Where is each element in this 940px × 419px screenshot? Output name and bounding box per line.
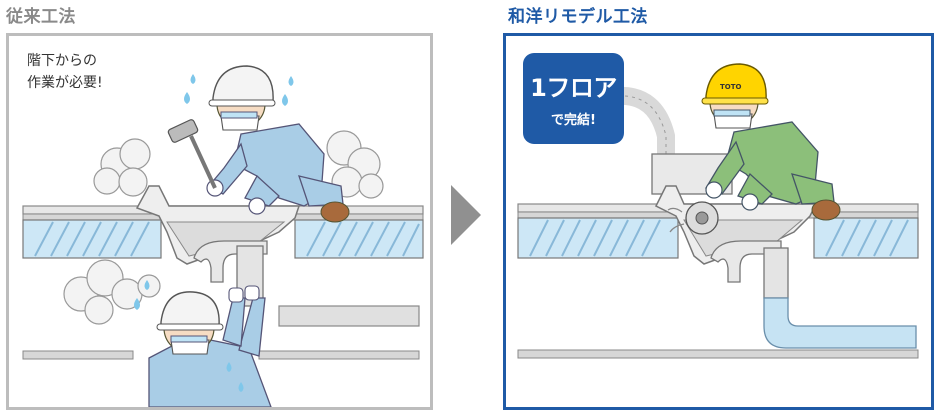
badge-subtitle: で完結! xyxy=(551,113,596,128)
conventional-method-panel: 階下からの 作業が必要! xyxy=(6,33,433,410)
helmet-brand-label: TOTO xyxy=(720,83,742,91)
vacuum-hose xyxy=(617,86,675,158)
sweat-drops-lower xyxy=(134,280,244,392)
conventional-illustration xyxy=(22,65,424,407)
lower-ceiling xyxy=(517,349,919,359)
dust-cloud-upper-left xyxy=(93,138,151,197)
dust-cloud-lower-left xyxy=(63,259,161,325)
remodel-illustration: TOTO xyxy=(517,63,919,359)
upper-worker-hammering xyxy=(206,65,350,223)
slab-hatching xyxy=(529,219,909,257)
drain-pipe-vertical xyxy=(763,247,789,299)
remodel-method-panel: TOTO 1フロア で完結! xyxy=(503,33,934,410)
worker-cutting-floor: TOTO xyxy=(701,63,841,221)
badge-title: 1フロア xyxy=(530,74,617,102)
slab-insulation-left xyxy=(517,217,679,259)
hammer-icon xyxy=(167,119,217,189)
lower-worker-reaching-up xyxy=(148,285,272,407)
one-floor-badge: 1フロア で完結! xyxy=(523,53,624,144)
floor-cutter-icon xyxy=(667,201,719,235)
slab-hatching xyxy=(34,221,420,257)
remodel-method-heading: 和洋リモデル工法 xyxy=(508,7,648,27)
conventional-method-heading: 従来工法 xyxy=(6,7,76,27)
new-drain-pipe xyxy=(763,297,917,349)
sweat-drops-upper xyxy=(184,74,294,106)
lower-ceiling-right xyxy=(258,350,420,360)
dust-cloud-upper-right xyxy=(326,130,384,199)
downstairs-work-note: 階下からの 作業が必要! xyxy=(27,53,103,91)
transition-arrow-icon xyxy=(451,185,481,245)
lower-ceiling-left xyxy=(22,350,134,360)
drain-pipe-horizontal xyxy=(278,305,420,327)
